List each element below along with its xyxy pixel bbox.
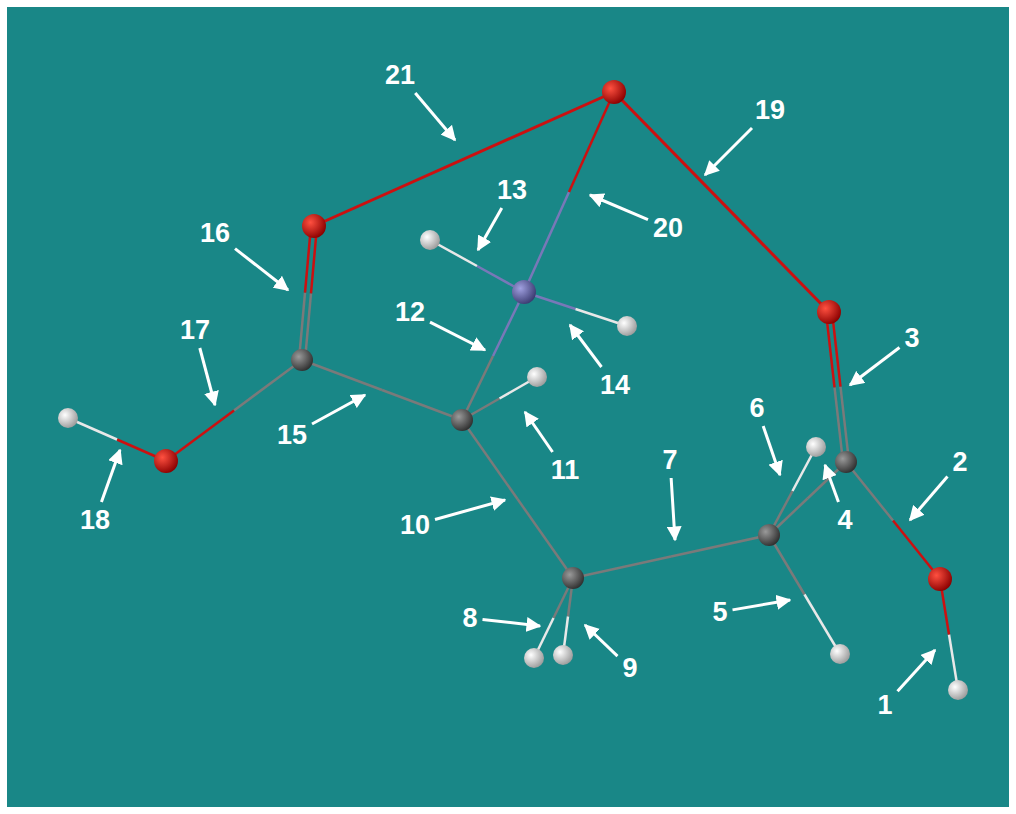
atom-ball — [806, 437, 826, 457]
atom-ball — [602, 80, 626, 104]
leader-arrow — [671, 478, 675, 540]
callout-number: 9 — [622, 653, 637, 683]
atom-ball — [420, 230, 440, 250]
callout-number: 15 — [277, 420, 307, 450]
atom-ball — [562, 567, 584, 589]
atom-ball — [512, 280, 536, 304]
atom-ball — [617, 316, 637, 336]
callout-number: 20 — [653, 213, 683, 243]
leader-arrow — [430, 322, 485, 350]
leader-arrow — [435, 500, 505, 519]
bond-line — [840, 387, 849, 462]
bond-line — [614, 92, 829, 312]
callout-number: 16 — [200, 218, 230, 248]
bonds — [68, 92, 958, 690]
callout-number: 6 — [749, 393, 764, 423]
atom-ball — [154, 449, 178, 473]
bond-line — [846, 462, 893, 521]
callout-number: 21 — [385, 60, 415, 90]
leader-arrow — [478, 208, 502, 250]
leader-arrow — [570, 325, 602, 367]
bond-line — [314, 92, 614, 226]
leader-arrow — [101, 450, 120, 502]
leader-arrow — [910, 477, 947, 520]
callout-number: 13 — [497, 175, 527, 205]
bond-line — [166, 411, 234, 462]
callout-number: 8 — [462, 603, 477, 633]
leader-arrow — [898, 650, 935, 691]
callout-number: 11 — [551, 455, 580, 485]
atom-ball — [527, 367, 547, 387]
bond-line — [805, 595, 841, 655]
atom-ball — [302, 214, 326, 238]
leader-arrow — [525, 412, 553, 452]
leader-arrow — [585, 625, 617, 656]
atom-ball — [291, 349, 313, 371]
atom-ball — [817, 300, 841, 324]
bond-line — [569, 92, 614, 192]
molecule-illustration — [7, 7, 1009, 807]
molecule-panel: 21 19 13 20 16 12 3 17 6 2 7 14 15 11 4 10 5 8 9 18 1 — [7, 7, 1009, 807]
callout-number: 3 — [904, 323, 919, 353]
leader-arrow — [483, 619, 540, 626]
callout-number: 2 — [952, 447, 967, 477]
bond-line — [524, 192, 569, 292]
atom-ball — [451, 409, 473, 431]
bond-line — [234, 360, 302, 411]
callout-number: 12 — [395, 297, 425, 327]
leader-arrows — [101, 93, 947, 691]
atom-ball — [830, 644, 850, 664]
atom-ball — [58, 408, 78, 428]
callout-number: 19 — [755, 95, 785, 125]
atom-ball — [524, 648, 544, 668]
leader-arrow — [850, 347, 899, 385]
bond-line — [382, 390, 462, 420]
leader-arrow — [235, 249, 288, 290]
atom-ball — [835, 451, 857, 473]
callout-number: 7 — [662, 445, 677, 475]
callout-number: 5 — [712, 597, 727, 627]
leader-arrow — [312, 395, 365, 424]
bond-line — [573, 557, 671, 579]
atom-ball — [553, 645, 573, 665]
leader-arrow — [705, 128, 752, 175]
atom-ball — [928, 567, 952, 591]
callout-number: 4 — [837, 505, 852, 535]
leader-arrow — [415, 93, 455, 140]
atom-ball — [758, 524, 780, 546]
leader-arrow — [590, 195, 648, 220]
bond-line — [302, 360, 382, 390]
leader-arrow — [200, 348, 215, 405]
leader-arrow — [763, 426, 780, 475]
atom-ball — [948, 680, 968, 700]
callout-number: 18 — [80, 505, 110, 535]
callout-number: 17 — [180, 315, 210, 345]
leader-arrow — [733, 600, 790, 610]
atoms — [58, 80, 968, 700]
callout-number: 1 — [877, 690, 892, 720]
bond-line — [462, 420, 518, 499]
callout-number: 10 — [400, 510, 430, 540]
bond-line — [671, 535, 769, 557]
bond-line — [518, 499, 574, 578]
callout-number: 14 — [600, 370, 630, 400]
leader-arrow — [825, 465, 838, 502]
